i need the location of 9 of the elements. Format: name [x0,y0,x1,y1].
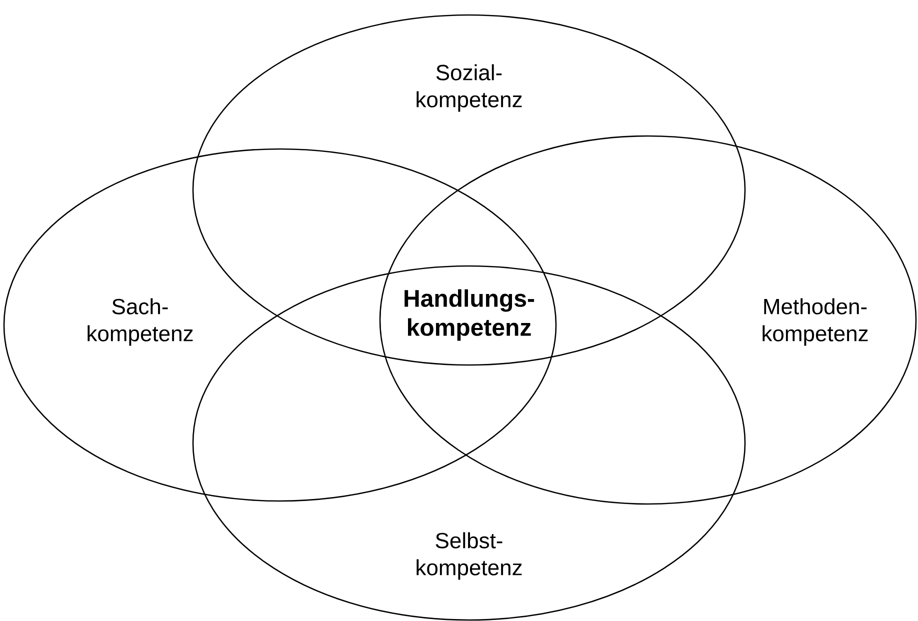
ellipse [379,135,917,505]
center-label: Handlungs- kompetenz [404,289,534,341]
ellipse-label: Selbst- kompetenz [416,532,522,580]
ellipse [192,14,746,366]
ellipse-label: Sozial- kompetenz [416,64,522,112]
ellipse [3,148,557,502]
ellipse [192,265,746,621]
ellipse-label: Methoden- kompetenz [762,298,868,346]
ellipse-label: Sach- kompetenz [88,298,193,346]
